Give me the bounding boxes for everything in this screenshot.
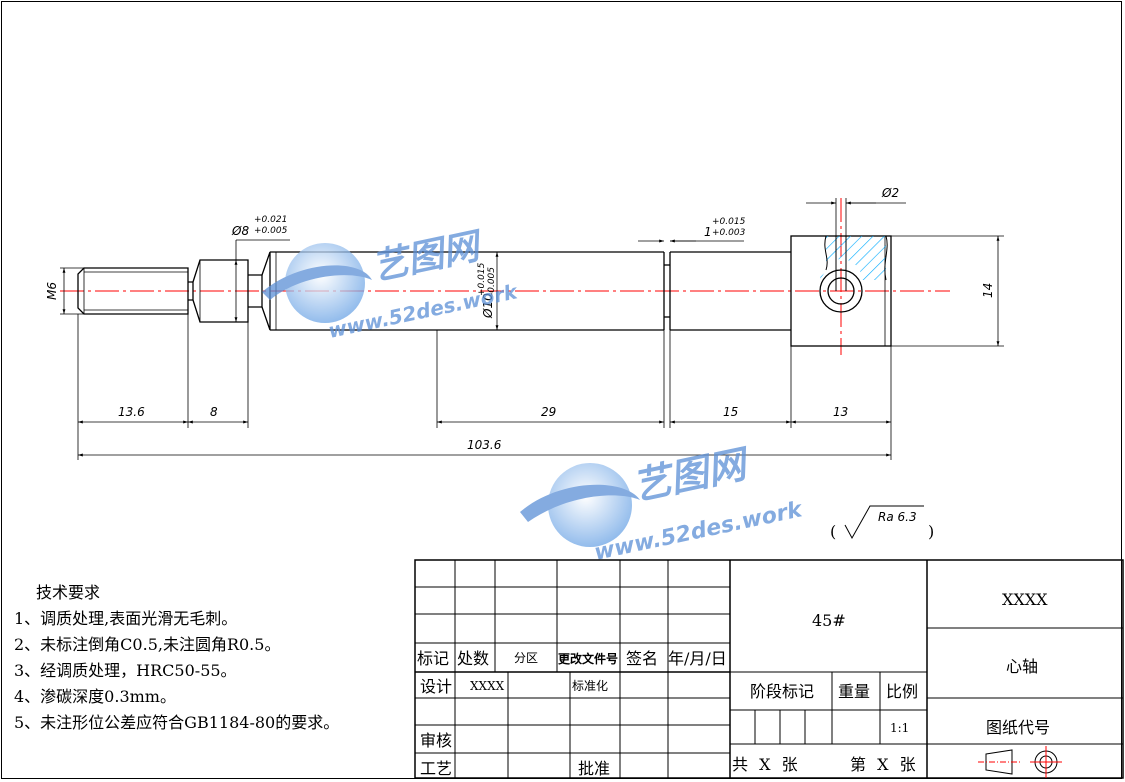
roughness-close: ) [928, 522, 934, 541]
dimension-lines [62, 201, 1000, 457]
requirement-item: 3、经调质处理，HRC50-55。 [14, 661, 237, 680]
tb-standardize: 标准化 [572, 679, 608, 693]
title-block-grid [414, 559, 1124, 779]
tb-part-name: 心轴 [1006, 657, 1038, 676]
dim-block-h: 14 [981, 283, 995, 298]
extension-lines [60, 198, 1004, 460]
dim-d8: Ø8 [231, 224, 249, 238]
section-hatch [820, 235, 888, 291]
tb-change-doc: 更改文件号 [558, 651, 618, 666]
dim-groove-upper: +0.015 [712, 217, 746, 227]
dim-hole: Ø2 [881, 186, 899, 200]
dim-d10-upper: +0.015 [477, 262, 487, 296]
roughness-open: ( [830, 522, 836, 541]
requirement-item: 5、未注形位公差应符合GB1184-80的要求。 [14, 713, 340, 732]
watermark-brand-1: 艺图网 [368, 225, 487, 289]
requirement-item: 1、调质处理,表面光滑无毛刺。 [14, 609, 238, 628]
dim-groove: 1 [704, 225, 712, 239]
dim-total: 103.6 [467, 438, 502, 452]
dim-15: 15 [723, 405, 738, 419]
tb-design: 设计 [420, 677, 452, 696]
tb-sign: 签名 [626, 649, 658, 668]
tb-zone: 分区 [514, 651, 538, 665]
dim-13-6: 13.6 [118, 405, 145, 419]
tb-stage-mark: 阶段标记 [750, 682, 814, 701]
tb-material: 45# [812, 611, 846, 630]
tb-total-sheets: 共 X 张 [732, 755, 801, 774]
tb-approve: 批准 [578, 759, 610, 778]
tb-weight: 重量 [838, 682, 870, 701]
requirement-item: 2、未标注倒角C0.5,未注圆角R0.5。 [14, 635, 281, 654]
dim-d10: Ø10 [481, 293, 495, 319]
tb-designer: XXXX [470, 679, 505, 693]
roughness-value: Ra 6.3 [878, 510, 917, 524]
tb-mark: 标记 [417, 649, 449, 668]
requirement-item: 4、渗碳深度0.3mm。 [14, 687, 176, 706]
dim-thread: M6 [45, 282, 59, 300]
watermark-brand-2: 艺图网 [629, 441, 755, 509]
dim-8: 8 [210, 405, 218, 419]
tb-company: XXXX [1002, 590, 1048, 609]
tb-scale: 1:1 [890, 721, 909, 735]
requirements-title: 技术要求 [36, 583, 101, 602]
tb-scale-label: 比例 [886, 682, 918, 701]
roughness-symbol: ( Ra 6.3 ) [830, 505, 934, 541]
tb-process: 工艺 [420, 759, 452, 778]
tb-date: 年/月/日 [668, 649, 727, 668]
technical-requirements: 技术要求 1、调质处理,表面光滑无毛刺。 2、未标注倒角C0.5,未注圆角R0.… [14, 580, 339, 736]
dim-29: 29 [541, 405, 556, 419]
dim-d8-lower: +0.005 [254, 226, 288, 236]
projection-symbol [978, 746, 1062, 778]
tb-count: 处数 [457, 649, 489, 668]
watermark-logo-2: 艺图网 www.52des.work [520, 441, 806, 566]
tb-drawing-no: 图纸代号 [986, 718, 1050, 737]
tb-review: 审核 [420, 731, 452, 750]
dim-d10-lower: -0.005 [487, 267, 497, 296]
tb-sheet-no: 第 X 张 [850, 755, 919, 774]
dim-groove-lower: +0.003 [712, 228, 746, 238]
dim-d8-upper: +0.021 [254, 215, 287, 225]
dim-13: 13 [833, 405, 848, 419]
